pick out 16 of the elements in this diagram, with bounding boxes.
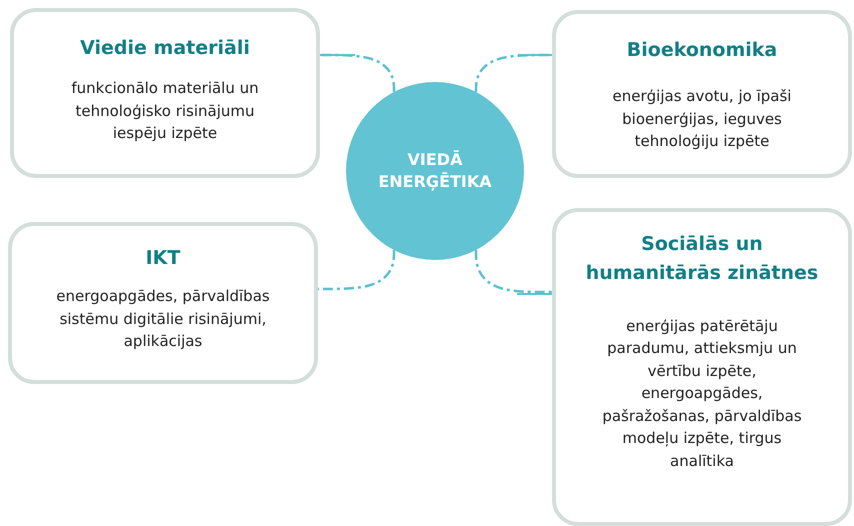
card-heading: IKT [146,246,180,271]
topic-card [10,8,320,178]
card-heading: Viedie materiāli [80,36,250,61]
card-heading: Sociālās un humanitārās zinātnes [584,232,820,286]
connector [318,250,396,290]
card-description: energoapgādes, pārvaldības sistēmu digitālie risinājumi, aplikācijas [55,286,271,352]
topic-card [552,208,852,526]
topic-card [552,10,852,178]
card-description: enerģijas avotu, jo īpaši bioenerģijas, ieguves tehnoloģiju izpēte [612,86,792,152]
card-description: enerģijas patērētāju paradumu, attieksmju un vērtību izpēte, energoapgādes, pašražošanas, pārvaldības modeļu izpēte, tirgus analītika [602,316,802,472]
connector [474,250,552,294]
center-title: VIEDĀ ENERĢĒTIKA [377,148,493,193]
topic-card [8,222,318,384]
card-heading: Bioekonomika [626,38,778,63]
connector [320,54,396,92]
card-description: funkcionālo materiālu un tehnoloģisko risinājumu iespēju izpēte [70,78,260,144]
